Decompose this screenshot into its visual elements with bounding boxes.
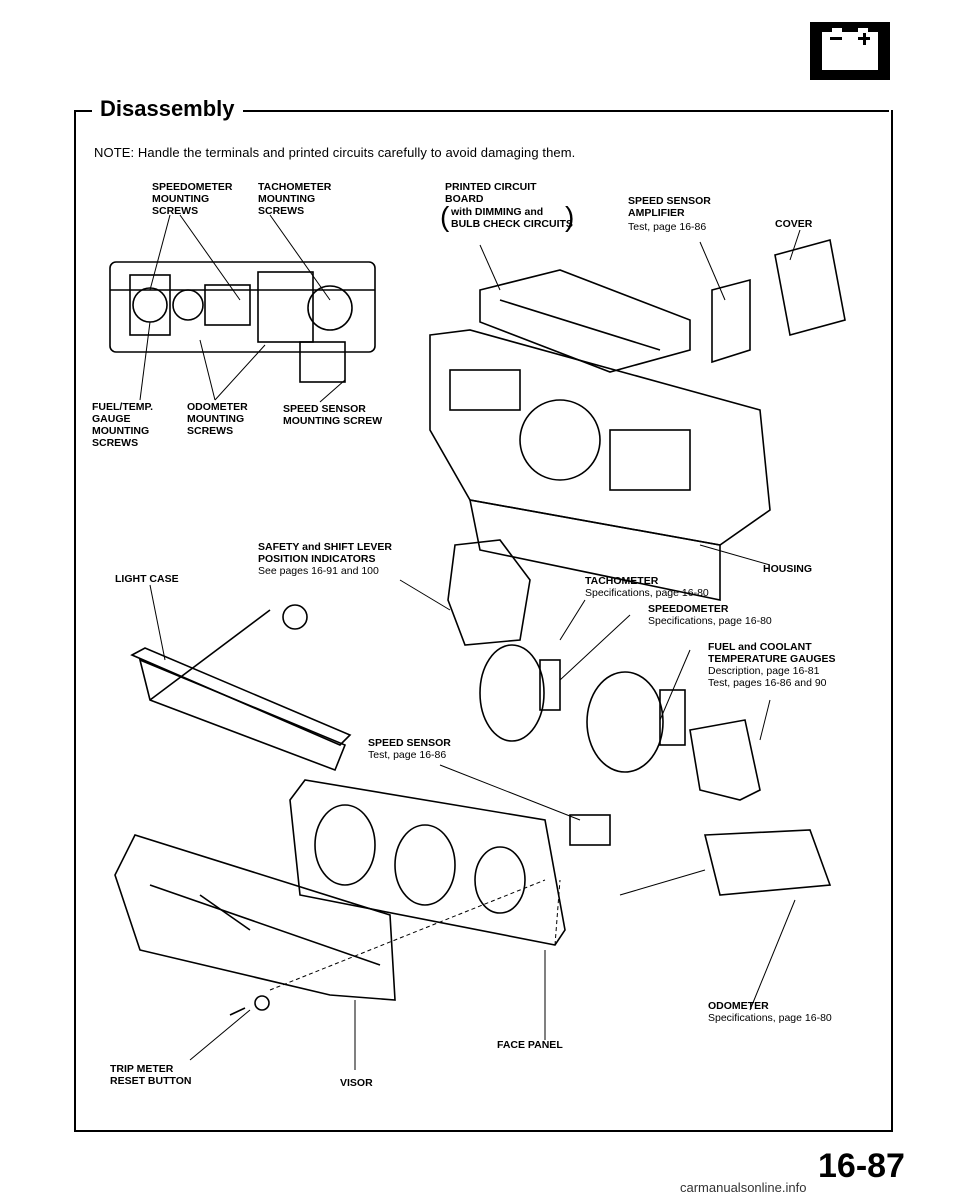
label-speedometer-ref: Specifications, page 16-80	[648, 615, 772, 627]
header-rule-left	[74, 110, 92, 112]
label-printed-circuit-board: PRINTED CIRCUIT BOARD	[445, 181, 537, 205]
label-fuel-temp-gauge-screws: FUEL/TEMP. GAUGE MOUNTING SCREWS	[92, 401, 154, 449]
label-speed-sensor-amplifier: SPEED SENSOR AMPLIFIER	[628, 195, 711, 219]
note-text: NOTE: Handle the terminals and printed c…	[94, 145, 576, 160]
label-pcb-detail: with DIMMING and BULB CHECK CIRCUITS	[451, 206, 573, 230]
label-speed-sensor-ref: Test, page 16-86	[368, 749, 447, 761]
label-housing: HOUSING	[763, 563, 813, 575]
battery-icon	[810, 22, 890, 80]
label-fuel-coolant-gauges: FUEL and COOLANT TEMPERATURE GAUGES	[708, 641, 836, 665]
pcb-bracket-right: )	[565, 201, 575, 232]
label-speedometer: SPEEDOMETER	[648, 603, 729, 615]
label-speedometer-mounting-screws: SPEEDOMETER MOUNTING SCREWS	[152, 181, 233, 217]
label-speed-sensor: SPEED SENSOR	[368, 737, 451, 749]
label-visor: VISOR	[340, 1077, 373, 1089]
page-number: 16-87	[818, 1147, 905, 1185]
label-face-panel: FACE PANEL	[497, 1039, 563, 1051]
content-frame	[74, 110, 893, 1132]
label-odometer-mounting-screws: ODOMETER MOUNTING SCREWS	[187, 401, 248, 437]
label-light-case: LIGHT CASE	[115, 573, 179, 585]
label-odometer: ODOMETER	[708, 1000, 769, 1012]
label-tachometer-ref: Specifications, page 16-80	[585, 587, 709, 599]
label-safety-shift-ref: See pages 16-91 and 100	[258, 565, 379, 577]
label-tachometer-mounting-screws: TACHOMETER MOUNTING SCREWS	[258, 181, 332, 217]
label-safety-shift-indicators: SAFETY and SHIFT LEVER POSITION INDICATO…	[258, 541, 392, 565]
label-cover: COVER	[775, 218, 813, 230]
label-speed-sensor-amplifier-ref: Test, page 16-86	[628, 221, 707, 233]
pcb-bracket-left: (	[440, 201, 450, 232]
label-speed-sensor-mounting-screw: SPEED SENSOR MOUNTING SCREW	[283, 403, 383, 427]
label-odometer-ref: Specifications, page 16-80	[708, 1012, 832, 1024]
watermark: carmanualsonline.info	[680, 1180, 807, 1195]
label-tachometer: TACHOMETER	[585, 575, 659, 587]
section-title: Disassembly	[92, 96, 243, 122]
label-fuel-coolant-ref: Description, page 16-81 Test, pages 16-8…	[708, 665, 827, 689]
label-trip-meter-reset: TRIP METER RESET BUTTON	[110, 1063, 192, 1087]
header-rule-right	[228, 110, 889, 112]
